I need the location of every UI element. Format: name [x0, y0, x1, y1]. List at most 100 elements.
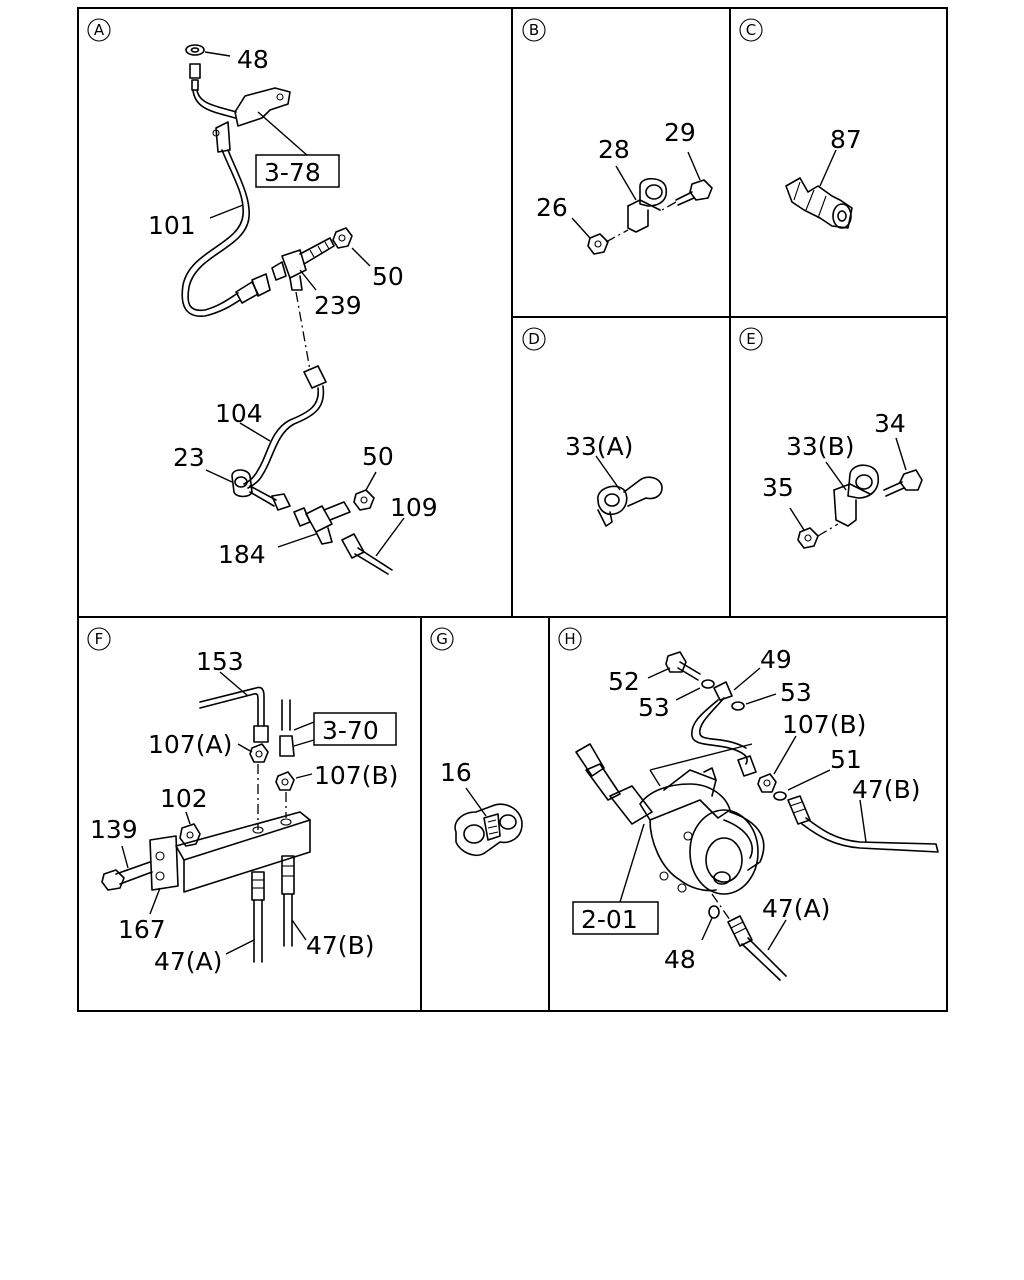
label-53-right: 53 — [780, 678, 812, 707]
panel-g-marker: G — [430, 627, 454, 651]
label-23: 23 — [173, 443, 205, 472]
hose-47b-h-drawing — [787, 795, 939, 853]
svg-text:E: E — [746, 330, 755, 348]
label-34: 34 — [874, 409, 906, 438]
label-109: 109 — [390, 493, 438, 522]
washer-48-drawing — [185, 44, 231, 57]
nut-107a-drawing — [237, 743, 269, 830]
svg-text:G: G — [436, 630, 448, 648]
panel-d-marker: D — [522, 327, 546, 351]
pipe-109-drawing — [341, 517, 405, 575]
label-33a: 33(A) — [565, 432, 633, 461]
washer-48-h-drawing — [701, 905, 720, 941]
tee-239-drawing — [271, 227, 371, 371]
panel-a: A 48 3-78 101 — [87, 18, 438, 575]
panel-e: E 33(B) 34 35 — [739, 327, 923, 549]
label-47b-h: 47(B) — [852, 775, 920, 804]
ref-box-3-78: 3-78 — [255, 154, 340, 188]
clamp-28-drawing — [615, 165, 668, 233]
washer-53-left-drawing — [675, 679, 715, 701]
label-184: 184 — [218, 540, 266, 569]
hose-101-drawing — [181, 63, 309, 317]
svg-text:A: A — [94, 21, 105, 39]
label-28: 28 — [598, 135, 630, 164]
clamp-33b-drawing — [825, 461, 880, 527]
label-52: 52 — [608, 667, 640, 696]
panel-a-marker: A — [87, 18, 111, 42]
label-35: 35 — [762, 473, 794, 502]
panel-b-marker: B — [522, 18, 546, 42]
ref-box-3-70: 3-70 — [279, 699, 397, 757]
label-47b: 47(B) — [306, 931, 374, 960]
pipe-153-drawing — [199, 671, 269, 743]
panel-d: D 33(A) — [522, 327, 663, 527]
washer-53-right-drawing — [731, 693, 777, 711]
clamp-33a-drawing — [595, 455, 663, 527]
nut-107b-drawing — [275, 771, 313, 818]
clip-16-drawing — [454, 787, 523, 857]
pipe-104-drawing — [239, 365, 327, 489]
pipe-49-drawing — [691, 667, 761, 777]
nut-107b-h-drawing — [757, 735, 797, 793]
svg-text:B: B — [529, 21, 539, 39]
tee-184-drawing — [277, 501, 351, 548]
label-29: 29 — [664, 118, 696, 147]
label-104: 104 — [215, 399, 263, 428]
label-33b: 33(B) — [786, 432, 854, 461]
washer-51-drawing — [773, 769, 831, 801]
ref-box-2-01: 2-01 — [572, 901, 659, 935]
svg-text:H: H — [564, 630, 575, 648]
svg-text:C: C — [746, 21, 756, 39]
label-53-left: 53 — [638, 693, 670, 722]
hose-47a-h-drawing — [711, 893, 787, 981]
svg-text:3-70: 3-70 — [322, 716, 379, 745]
panel-f: F 153 3-70 107(A) — [87, 627, 398, 976]
label-139: 139 — [90, 815, 138, 844]
label-50-lower: 50 — [362, 442, 394, 471]
label-48: 48 — [237, 45, 269, 74]
panel-h: H 52 53 49 53 107(B) — [558, 627, 939, 981]
label-49: 49 — [760, 645, 792, 674]
fitting-87-drawing — [785, 149, 853, 229]
label-51: 51 — [830, 745, 862, 774]
label-47a: 47(A) — [154, 947, 222, 976]
label-47a-h: 47(A) — [762, 894, 830, 923]
label-107b: 107(B) — [314, 761, 398, 790]
clip-23-drawing — [205, 469, 291, 511]
panel-e-marker: E — [739, 327, 763, 351]
svg-text:F: F — [95, 630, 104, 648]
panel-f-marker: F — [87, 627, 111, 651]
label-87: 87 — [830, 125, 862, 154]
nut-102-drawing — [179, 811, 201, 847]
panel-h-marker: H — [558, 627, 582, 651]
diagram-frame — [77, 7, 948, 1012]
nut-26-drawing — [571, 217, 629, 255]
hose-47b-drawing — [281, 855, 307, 947]
label-102: 102 — [160, 784, 208, 813]
panel-g: G 16 — [430, 627, 523, 857]
svg-text:D: D — [528, 330, 540, 348]
panel-c-marker: C — [739, 18, 763, 42]
label-239: 239 — [314, 291, 362, 320]
panel-c: C 87 — [739, 18, 862, 229]
nut-35-drawing — [789, 507, 839, 549]
pump-2-01-drawing — [575, 743, 765, 903]
label-101: 101 — [148, 211, 196, 240]
bolt-34-drawing — [883, 437, 923, 497]
label-48-h: 48 — [664, 945, 696, 974]
bolt-29-drawing — [661, 151, 713, 211]
svg-text:3-78: 3-78 — [264, 158, 321, 187]
label-50-upper: 50 — [372, 262, 404, 291]
label-107b-h: 107(B) — [782, 710, 866, 739]
panel-b: B 28 29 26 — [522, 18, 713, 255]
bolt-52-drawing — [647, 651, 701, 681]
label-153: 153 — [196, 647, 244, 676]
bracket-167-drawing — [149, 811, 311, 915]
label-167: 167 — [118, 915, 166, 944]
nut-50-lower-drawing — [353, 471, 377, 511]
svg-text:2-01: 2-01 — [581, 905, 638, 934]
label-16: 16 — [440, 758, 472, 787]
bolt-139-drawing — [101, 845, 153, 891]
hose-47a-drawing — [225, 871, 265, 963]
